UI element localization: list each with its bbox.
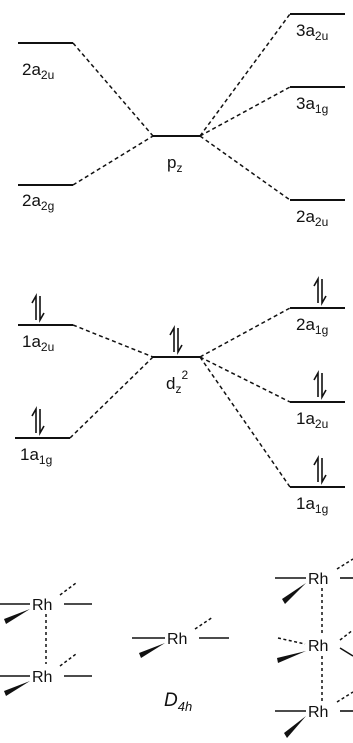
electron-pair-left-1a1g <box>31 408 45 434</box>
label-left-1a2u: 1a2u <box>22 332 54 354</box>
electron-pair-right-1a1g <box>313 457 327 483</box>
upper-correlation-lines <box>72 13 291 201</box>
rh-label-dimer-bottom: Rh <box>32 669 52 686</box>
label-left-2a2g: 2a2g <box>22 191 54 213</box>
electron-pair-left-1a2u <box>31 295 45 321</box>
label-left-2a2u: 2a2u <box>22 60 54 82</box>
electron-pair-center-dz2 <box>169 327 183 353</box>
structure-monomer: Rh <box>132 616 229 658</box>
structures-block: Rh Rh Rh D4h Rh <box>0 558 353 738</box>
label-right-2a1g: 2a1g <box>296 315 328 337</box>
label-center-pz: pz <box>167 153 182 175</box>
rh-label-trimer-middle: Rh <box>308 638 328 655</box>
lower-mo-block: 1a2u 1a1g dz2 2a1g 1a2u 1a1g <box>15 278 345 516</box>
label-right-1a2u: 1a2u <box>296 409 328 431</box>
rh-label-dimer-top: Rh <box>32 597 52 614</box>
electron-pair-right-2a1g <box>313 278 327 304</box>
label-right-1a1g: 1a1g <box>296 494 328 516</box>
label-left-1a1g: 1a1g <box>20 445 52 467</box>
structure-trimer: Rh Rh Rh <box>275 558 353 738</box>
label-right-3a1g: 3a1g <box>296 94 328 116</box>
rh-label-monomer: Rh <box>167 631 187 648</box>
symmetry-label: D4h <box>164 690 192 714</box>
lower-correlation-lines <box>69 307 291 488</box>
structure-dimer: Rh Rh <box>0 582 92 696</box>
label-right-2a2u: 2a2u <box>296 207 328 229</box>
label-right-3a2u: 3a2u <box>296 21 328 43</box>
upper-mo-block: 2a2u 2a2g pz 3a2u 3a1g 2a2u <box>18 13 345 229</box>
label-center-dz2: dz2 <box>166 368 188 396</box>
electron-pair-right-1a2u <box>313 372 327 398</box>
rh-label-trimer-top: Rh <box>308 571 328 588</box>
rh-label-trimer-bottom: Rh <box>308 704 328 721</box>
